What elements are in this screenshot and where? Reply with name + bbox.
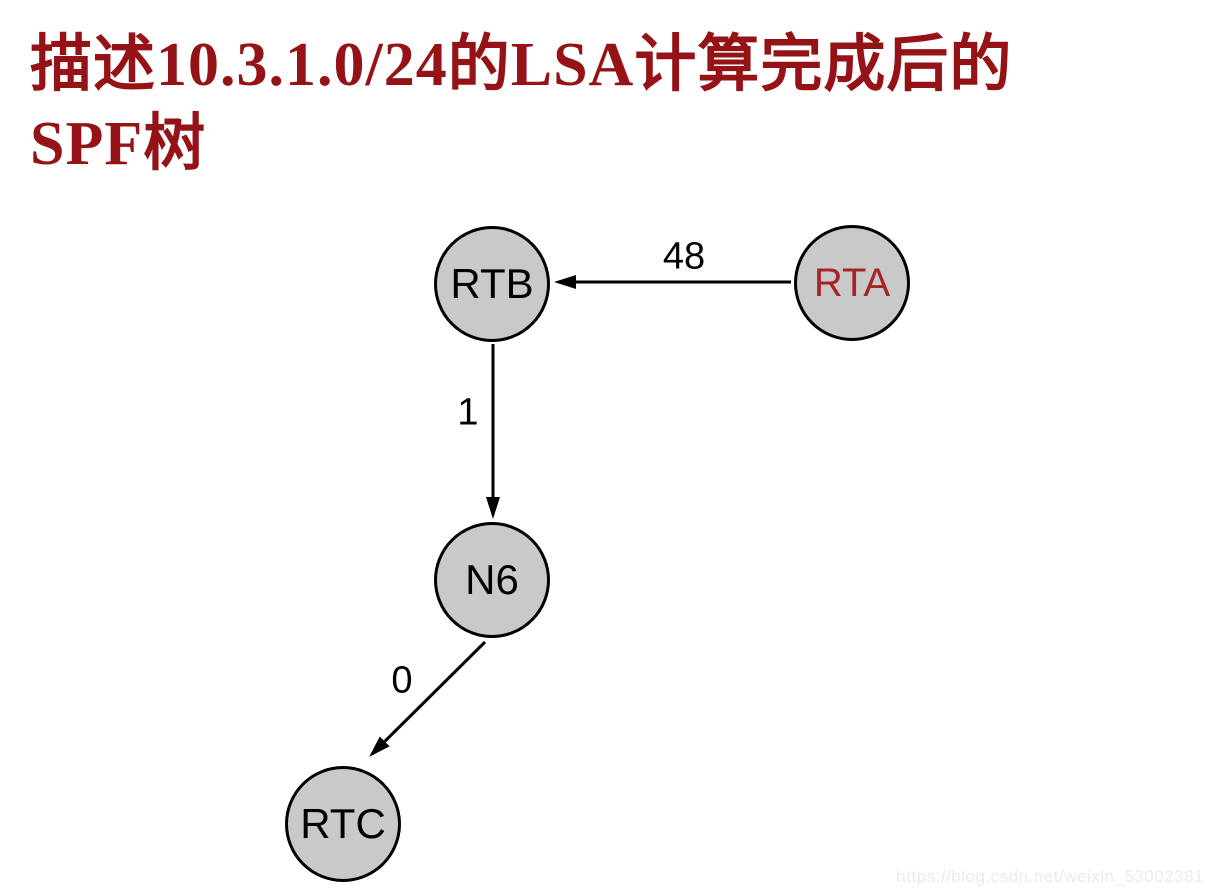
page-title-line2: SPF树 (30, 109, 207, 178)
node-rta-label: RTA (813, 260, 891, 305)
edge-cost-rta-rtb: 48 (662, 235, 706, 278)
node-rtc: RTC (285, 766, 401, 882)
node-rtc-label: RTC (300, 800, 386, 847)
edge-arrow-n6-to-rtc (369, 640, 487, 757)
page-title-line1: 描述10.3.1.0/24的LSA计算完成后的 (30, 30, 1013, 99)
node-rta: RTA (794, 225, 910, 341)
csdn-watermark: https://blog.csdn.net/weixin_53002381 (896, 867, 1204, 886)
node-rtb-label: RTB (450, 260, 534, 307)
page-title: 描述10.3.1.0/24的LSA计算完成后的 SPF树 (30, 26, 1012, 184)
edge-cost-rtb-n6: 1 (457, 391, 479, 434)
node-n6: N6 (434, 522, 550, 638)
node-n6-label: N6 (465, 556, 519, 603)
node-rtb: RTB (434, 226, 550, 342)
edge-cost-n6-rtc: 0 (391, 659, 413, 702)
